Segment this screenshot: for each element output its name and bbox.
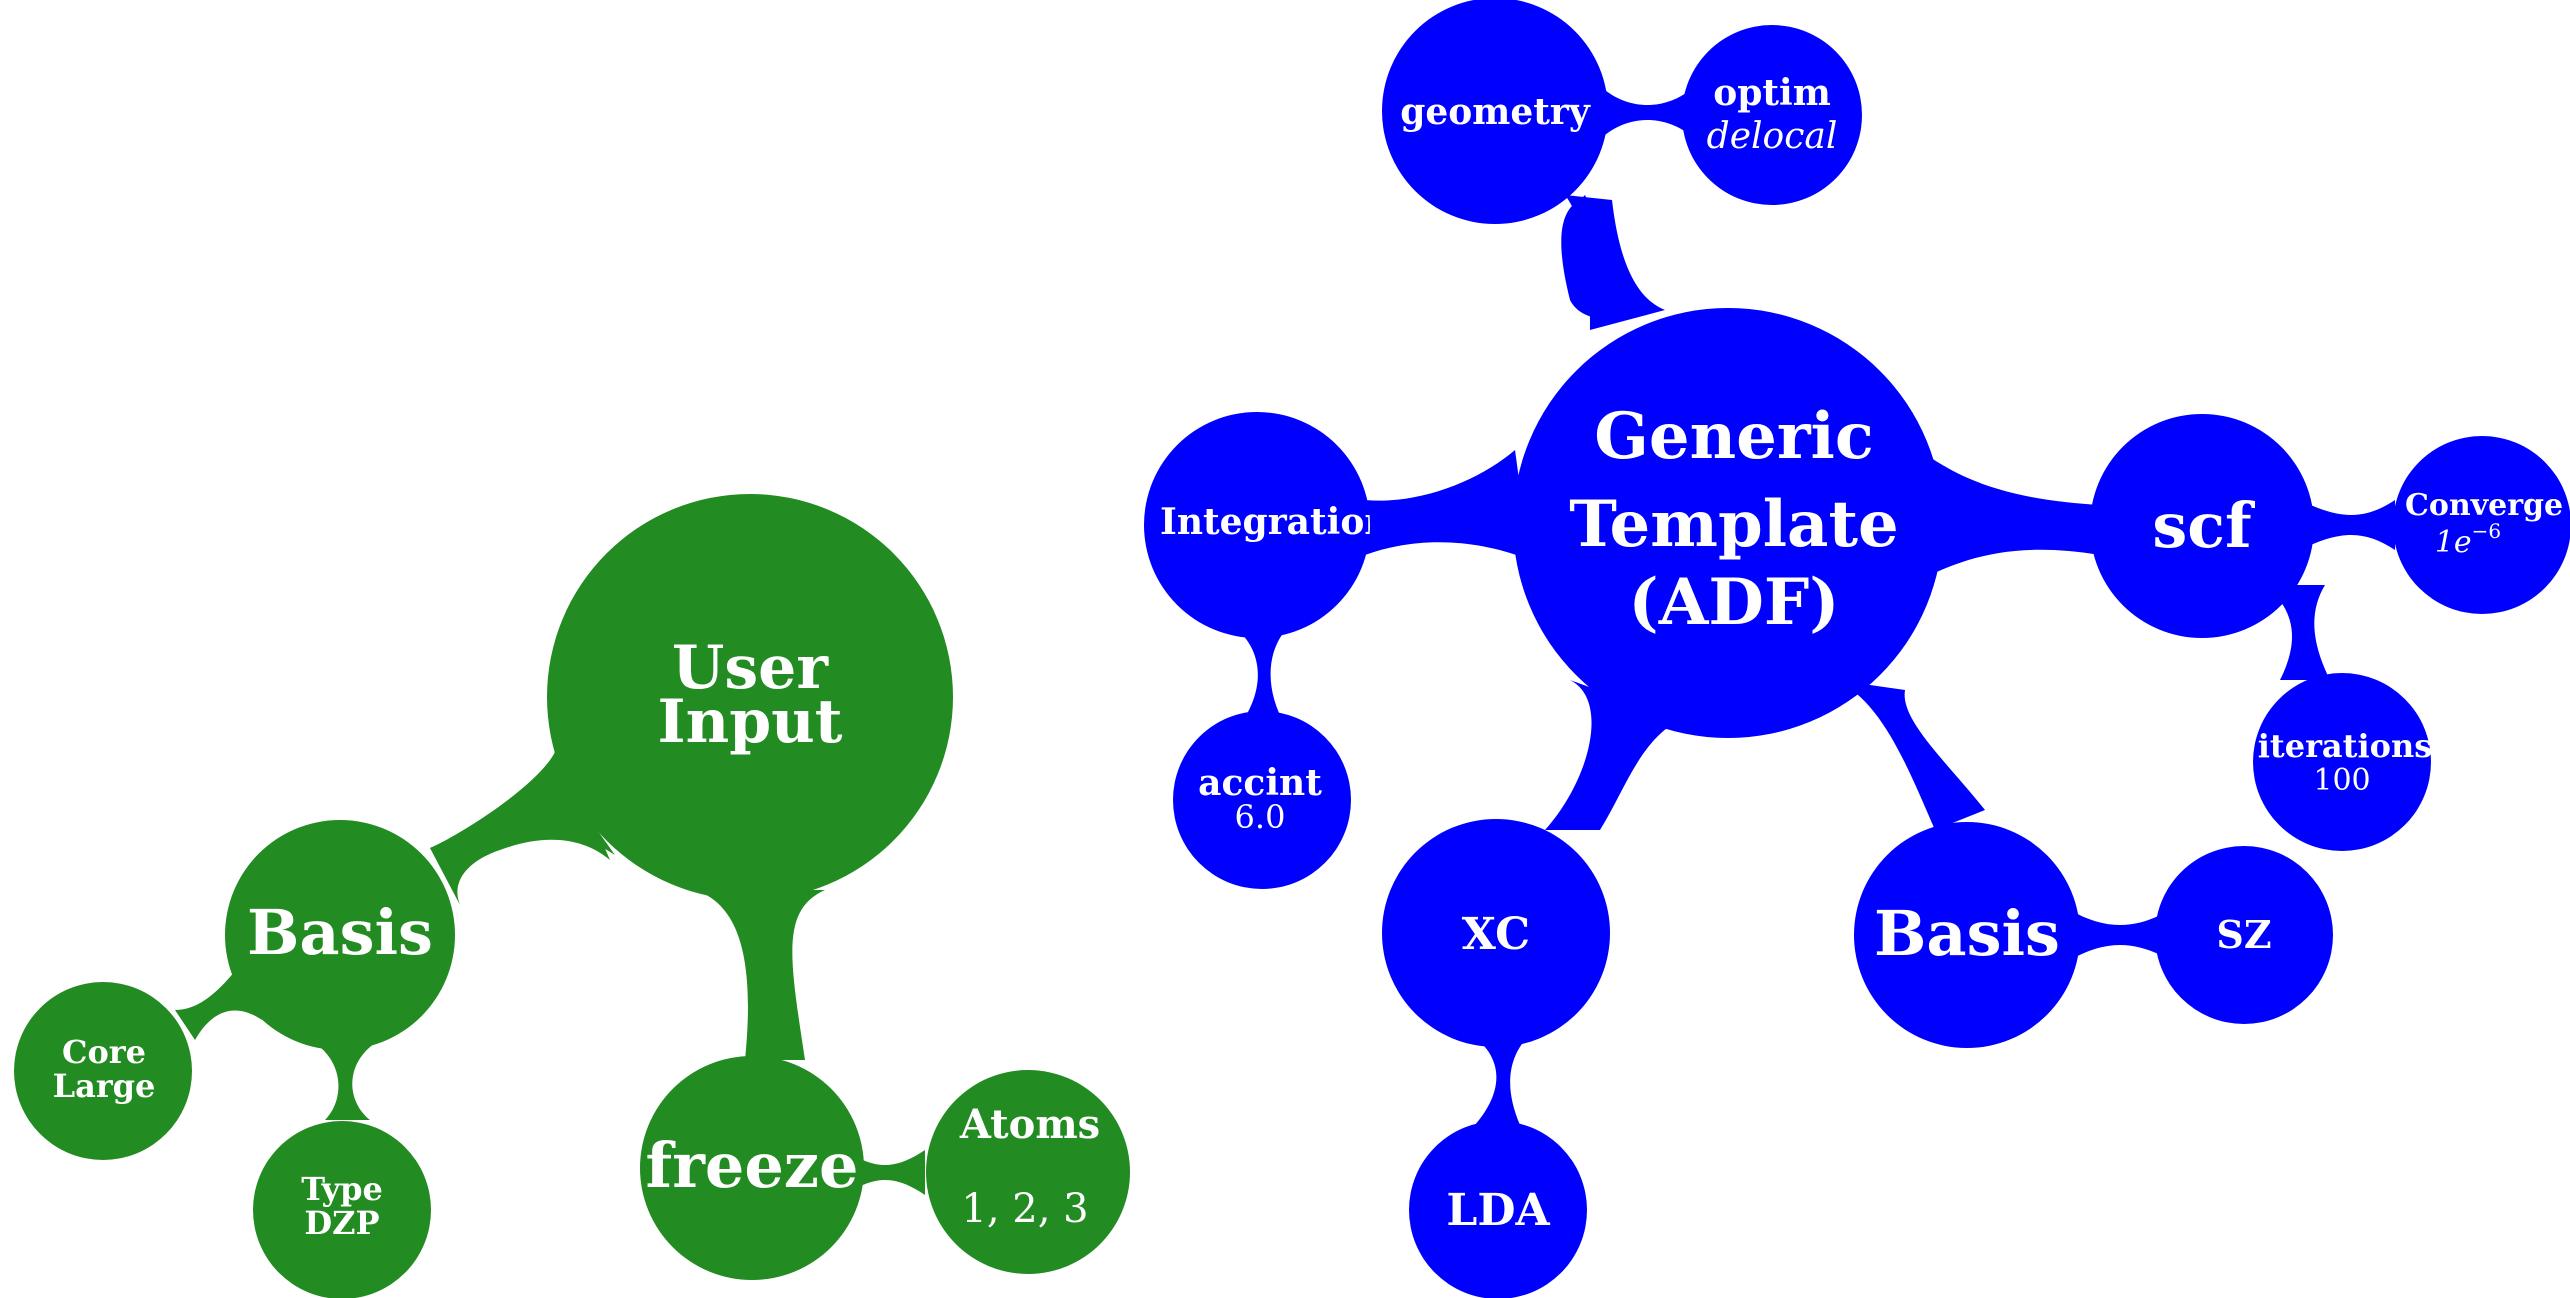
node-converge-label: Converge xyxy=(2405,488,2563,523)
node-optim xyxy=(1682,25,1862,205)
node-geometry-label: geometry xyxy=(1400,91,1591,133)
node-generic-template-label-line2: Template xyxy=(1569,487,1899,562)
connector-scf-converge xyxy=(2300,500,2395,550)
node-type-label-line2: DZP xyxy=(304,1204,379,1242)
node-type xyxy=(253,1121,431,1298)
node-iterations-label: iterations xyxy=(2258,727,2432,765)
node-converge-value: 1e−6 xyxy=(2435,519,2501,560)
node-type-label-line1: Type xyxy=(301,1170,383,1208)
node-xc xyxy=(1382,819,1610,1047)
node-freeze xyxy=(640,1056,864,1280)
connector-root-integration xyxy=(1365,450,1530,560)
node-accint xyxy=(1173,711,1351,889)
connector-root-basis xyxy=(1835,680,1985,830)
node-iterations xyxy=(2253,673,2431,851)
node-freeze-label: freeze xyxy=(646,1129,859,1202)
connector-root-geometry-main xyxy=(1565,195,1665,330)
node-generic-template xyxy=(1513,308,1943,738)
node-user-input-label-line2: Input xyxy=(658,687,843,757)
connector-user-input-freeze xyxy=(695,890,825,1060)
node-lda-label: LDA xyxy=(1446,1185,1550,1236)
node-atoms-label: Atoms xyxy=(959,1101,1100,1148)
connector-geometry-optim xyxy=(1605,90,1690,135)
node-converge xyxy=(2393,436,2570,614)
node-geometry xyxy=(1382,0,1608,224)
node-lda xyxy=(1409,1121,1587,1298)
connector-basis-type xyxy=(310,1040,380,1120)
node-integration-label: Integration xyxy=(1160,501,1391,543)
node-converge-value-base: 1e xyxy=(2435,525,2472,560)
connector-integration-accint xyxy=(1232,625,1290,725)
node-basis-blue-label: Basis xyxy=(1874,897,2060,970)
node-integration xyxy=(1144,412,1370,638)
node-accint-value: 6.0 xyxy=(1235,798,1286,836)
blue-mindmap-labels: Generic Template (ADF) geometry optim de… xyxy=(1160,72,2563,1236)
node-basis xyxy=(225,820,455,1050)
node-scf xyxy=(2090,414,2314,638)
node-atoms-value: 1, 2, 3 xyxy=(961,1186,1088,1232)
node-user-input xyxy=(547,494,953,900)
node-generic-template-label-line1: Generic xyxy=(1594,399,1874,474)
green-mindmap xyxy=(14,494,1130,1298)
node-atoms xyxy=(926,1070,1130,1274)
node-basis-label: Basis xyxy=(247,896,433,969)
node-core xyxy=(14,982,192,1160)
node-generic-template-label-line3: (ADF) xyxy=(1628,565,1839,640)
node-optim-value: delocal xyxy=(1707,116,1838,157)
connector-xc-lda xyxy=(1465,1030,1535,1125)
node-xc-label: XC xyxy=(1462,909,1530,960)
node-accint-label: accint xyxy=(1198,762,1322,804)
connector-user-input-basis-lower xyxy=(430,740,610,905)
node-sz-label: SZ xyxy=(2216,912,2271,957)
blue-mindmap xyxy=(1144,0,2570,1298)
node-converge-value-exponent: −6 xyxy=(2472,519,2501,543)
node-core-label-line2: Large xyxy=(53,1067,156,1105)
node-scf-label: scf xyxy=(2152,489,2255,562)
connector-freeze-atoms xyxy=(845,1150,925,1195)
connector-basis-sz xyxy=(2070,910,2170,960)
node-basis-blue xyxy=(1854,822,2080,1048)
green-mindmap-labels: User Input Basis Core Large Type DZP fre… xyxy=(53,633,1101,1242)
node-iterations-value: 100 xyxy=(2313,763,2370,798)
node-user-input-label-line1: User xyxy=(672,633,829,703)
connector-scf-iterations xyxy=(2265,585,2330,680)
node-core-label-line1: Core xyxy=(62,1033,146,1071)
connector-root-scf xyxy=(1920,450,2100,580)
node-sz xyxy=(2155,846,2333,1024)
node-optim-label: optim xyxy=(1713,72,1831,114)
